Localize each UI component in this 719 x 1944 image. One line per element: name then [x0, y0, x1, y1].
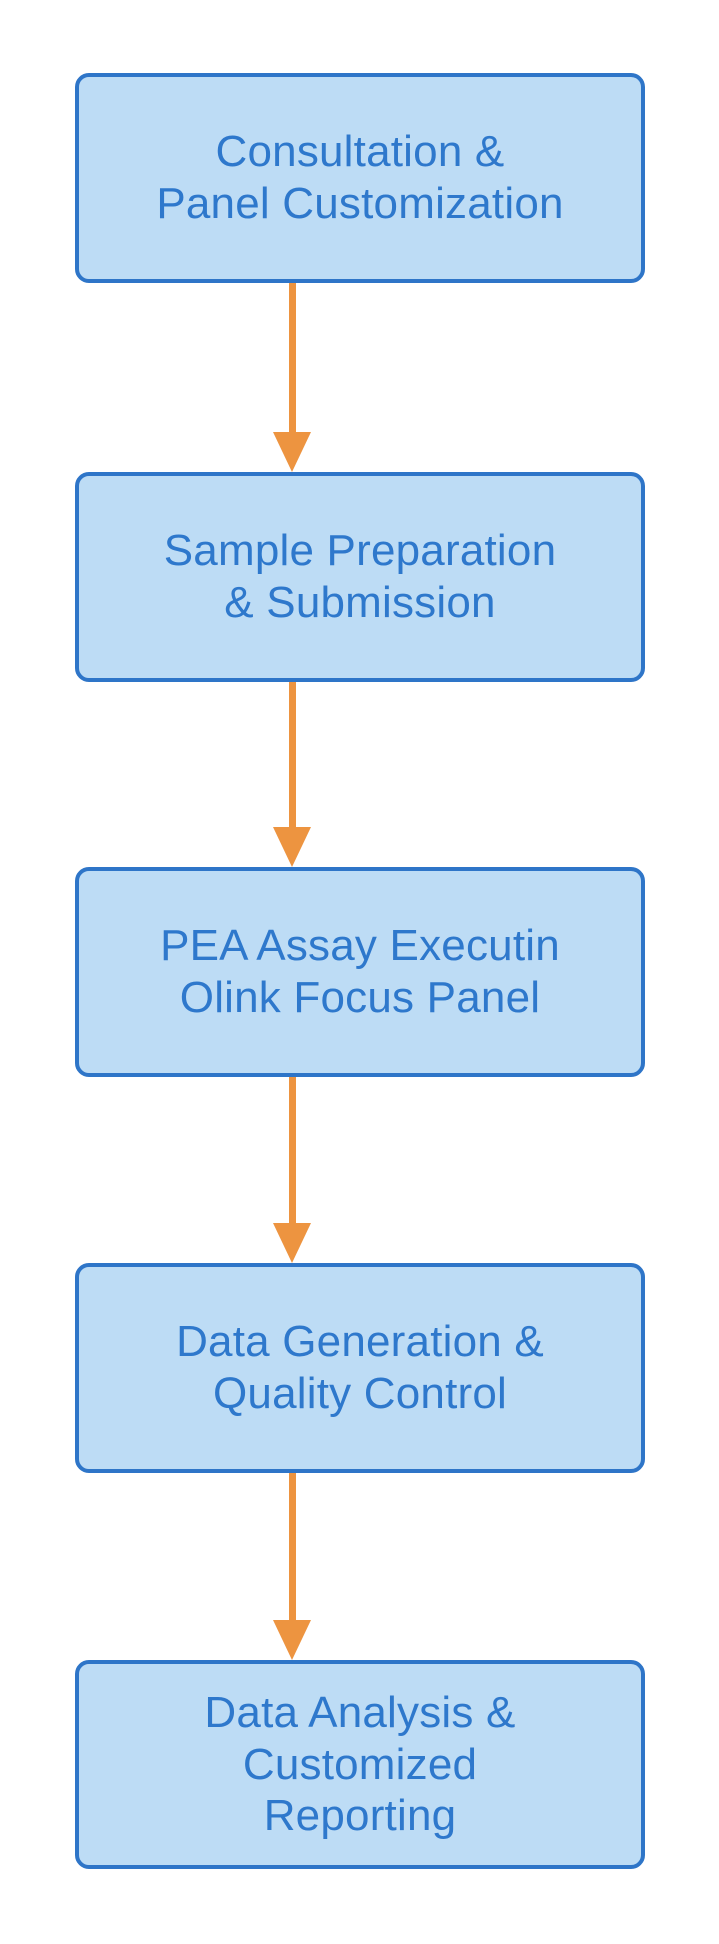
flowchart-node-sample-preparation-submission[interactable]: Sample Preparation & Submission [75, 472, 645, 682]
arrow-shaft [289, 1473, 296, 1621]
arrow-shaft [289, 283, 296, 433]
down-arrow-icon [273, 1620, 311, 1660]
flowchart-node-label: Consultation & Panel Customization [156, 127, 564, 228]
flowchart-connector-arrow-1 [0, 283, 719, 472]
flowchart-connector-arrow-3 [0, 1077, 719, 1263]
flowchart-node-label: PEA Assay Executin Olink Focus Panel [160, 921, 560, 1022]
arrow-shaft [289, 682, 296, 828]
arrow-shaft [289, 1077, 296, 1224]
down-arrow-icon [273, 432, 311, 472]
flowchart-connector-arrow-4 [0, 1473, 719, 1660]
flowchart-connector-arrow-2 [0, 682, 719, 867]
flowchart-node-label: Sample Preparation & Submission [163, 526, 557, 627]
flowchart-node-data-analysis-customized-reporting[interactable]: Data Analysis & Customized Reporting [75, 1660, 645, 1869]
down-arrow-icon [273, 827, 311, 867]
down-arrow-icon [273, 1223, 311, 1263]
flowchart-node-label: Data Analysis & Customized Reporting [204, 1687, 516, 1841]
flowchart-node-pea-assay-execution[interactable]: PEA Assay Executin Olink Focus Panel [75, 867, 645, 1077]
flowchart-node-consultation-panel-customization[interactable]: Consultation & Panel Customization [75, 73, 645, 283]
flowchart-node-label: Data Generation & Quality Control [176, 1317, 544, 1418]
flowchart-node-data-generation-quality-control[interactable]: Data Generation & Quality Control [75, 1263, 645, 1473]
